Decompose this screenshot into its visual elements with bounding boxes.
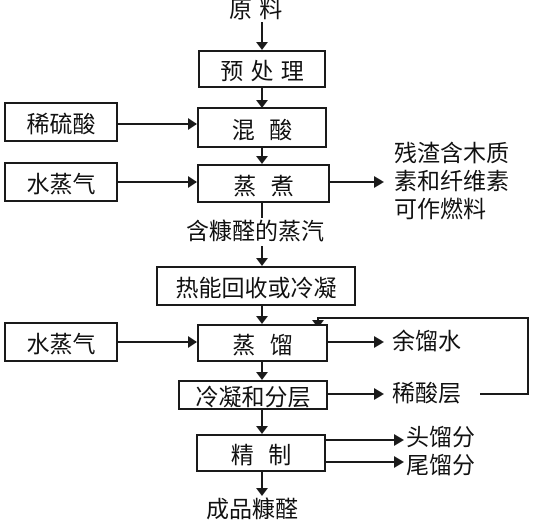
residual-water-label: 余馏水 <box>392 329 461 355</box>
head-fraction-label: 头馏分 <box>406 425 475 451</box>
residue-fuel-line-1: 残渣含木质 <box>394 141 509 167</box>
input-steam-1: 水蒸气 <box>4 162 118 202</box>
step-distillation: 蒸 馏 <box>197 324 328 362</box>
furfural-vapor-label: 含糠醛的蒸汽 <box>186 219 324 245</box>
step-pretreatment: 预 处 理 <box>198 50 326 88</box>
step-acid-mixing: 混 酸 <box>197 107 327 148</box>
residue-fuel-line-2: 素和纤维素 <box>394 169 509 195</box>
raw-material-label: 原 料 <box>229 0 283 23</box>
step-heat-recovery: 热能回收或冷凝 <box>156 266 356 306</box>
dilute-acid-layer-label: 稀酸层 <box>392 381 461 407</box>
residue-fuel-line-3: 可作燃料 <box>394 197 486 223</box>
tail-fraction-label: 尾馏分 <box>406 453 475 479</box>
input-steam-2: 水蒸气 <box>4 322 118 362</box>
product-label: 成品糠醛 <box>206 497 298 523</box>
step-condense-separate: 冷凝和分层 <box>178 380 328 411</box>
step-refining: 精 制 <box>196 434 326 472</box>
input-dilute-sulfuric-acid: 稀硫酸 <box>4 102 118 142</box>
step-cooking: 蒸 煮 <box>197 164 330 203</box>
